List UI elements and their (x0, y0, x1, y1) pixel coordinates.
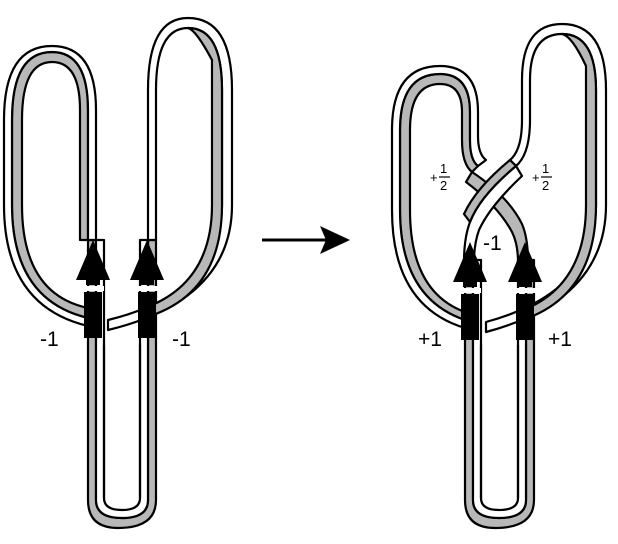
right-label-right: +1 (548, 328, 572, 351)
svg-text:2: 2 (542, 178, 549, 193)
svg-text:1: 1 (542, 161, 549, 176)
left-label-right: -1 (172, 328, 191, 351)
svg-text:+: + (430, 170, 438, 185)
left-arrow-right (130, 240, 164, 338)
right-panel: + 1 2 + 1 2 -1 +1 +1 (390, 22, 608, 530)
right-label-left: +1 (418, 328, 442, 351)
right-label-cross: -1 (483, 232, 502, 255)
left-arrow-left (76, 240, 110, 338)
half-twist-label-right: + 1 2 (532, 161, 552, 193)
left-upper-loop-a (2, 44, 98, 328)
half-twist-label-left: + 1 2 (430, 161, 450, 193)
right-upper-loop-b (484, 22, 608, 334)
left-upper-loop-b (106, 16, 234, 332)
svg-text:1: 1 (440, 161, 447, 176)
right-arrow-left (453, 242, 487, 340)
right-arrow-right (508, 242, 542, 340)
left-label-left: -1 (40, 328, 59, 351)
right-arrow-icon (262, 226, 350, 254)
svg-text:2: 2 (440, 178, 447, 193)
left-panel: -1 -1 (2, 16, 234, 530)
svg-text:+: + (532, 170, 540, 185)
